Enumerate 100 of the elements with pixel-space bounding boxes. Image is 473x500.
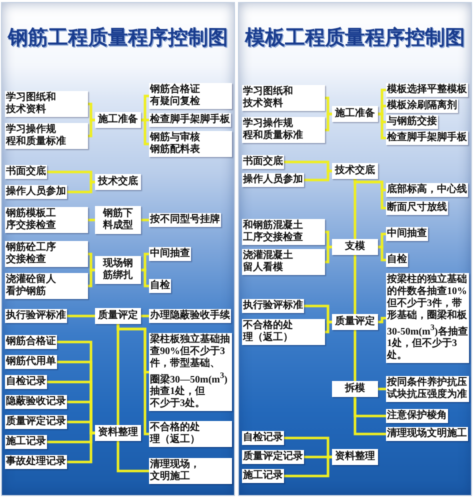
connector-line [325, 230, 332, 248]
connector-line [67, 432, 95, 464]
task-box: 钢筋代用单 [5, 355, 57, 369]
stage-box: 质量评定 [332, 314, 378, 330]
connector-line [378, 246, 386, 262]
connector-line [378, 316, 386, 324]
connector-line [67, 420, 95, 434]
task-box: 学习操作规程和质量标准 [5, 123, 88, 149]
connector-line [141, 218, 149, 222]
connector-line [325, 112, 332, 132]
stage-box: 质量评定 [95, 308, 141, 324]
connector-line [67, 314, 95, 318]
connector-line [47, 170, 95, 184]
connector-line [141, 268, 149, 288]
stage-box: 支模 [332, 239, 378, 255]
connector-line [354, 330, 356, 381]
task-box: 钢筋与审核钢筋配料表 [149, 131, 232, 157]
task-box: 钢筋砼工序交接检查 [5, 241, 88, 267]
connector-line [325, 246, 332, 264]
task-box: 按梁柱的独立基础的件数各抽查10%但不少于3件，带形基础，圈梁和板30-50m(m$^{3}$)各抽查1处，但不少于3处。 [386, 273, 469, 364]
task-box: 钢筋合格证 [5, 335, 57, 349]
connector-line [116, 441, 149, 472]
task-box: 模板涂刷隔离剂 [386, 99, 458, 113]
stage-box: 施工准备 [95, 112, 141, 128]
stage-box: 现场钢筋绑扎 [95, 256, 141, 284]
task-box: 浇灌砼留人看护钢筋 [5, 273, 88, 299]
task-box: 清理现场，文明施工 [149, 458, 232, 484]
panel-title: 钢筋工程质量程序控制图 [8, 26, 228, 51]
stage-box: 钢筋下料成型 [95, 206, 141, 234]
connector-line [354, 255, 356, 314]
task-box: 书面交底 [242, 155, 284, 169]
task-box: 钢筋合格证有疑问复检 [149, 83, 232, 109]
task-box: 办理隐蔽验收手续 [149, 309, 231, 323]
task-box: 注意保护棱角 [386, 409, 448, 423]
connector-line [88, 252, 95, 272]
task-box: 中间抽查 [149, 247, 191, 261]
task-box: 中间抽查 [386, 227, 428, 241]
connector-line [378, 104, 386, 116]
task-box: 学习图纸和技术资料 [242, 85, 325, 111]
task-box: 隐蔽验收记录 [5, 395, 67, 409]
task-box: 自检 [149, 279, 171, 293]
stage-box: 技术交底 [95, 174, 141, 190]
task-box: 质量评定记录 [242, 450, 304, 464]
connector-line [354, 179, 386, 210]
stage-box: 施工准备 [332, 106, 378, 122]
task-box: 自检记录 [5, 375, 47, 389]
connector-line [325, 320, 332, 334]
panel-title: 模板工程质量程序控制图 [245, 26, 465, 51]
connector-line [304, 170, 332, 182]
task-box: 施工记录 [242, 469, 284, 483]
connector-line [378, 388, 386, 390]
task-box: 操作人员参加 [242, 173, 304, 187]
connector-line [88, 118, 95, 138]
connector-line [325, 96, 332, 116]
task-box: 执行验评标准 [242, 299, 304, 313]
stage-box: 资料整理 [332, 449, 378, 465]
connector-line [141, 118, 149, 146]
connector-line [116, 324, 120, 425]
task-box: 质量评定记录 [5, 415, 67, 429]
task-box: 检查脚手架脚手板 [386, 131, 468, 145]
task-box: 检查脚手架脚手板 [149, 113, 231, 127]
task-box: 自检记录 [242, 431, 284, 445]
connector-line [304, 304, 332, 324]
connector-line [141, 314, 149, 318]
task-box: 学习图纸和技术资料 [5, 91, 88, 117]
connector-line [88, 268, 95, 288]
poster-panel [239, 3, 471, 495]
connector-line [378, 112, 386, 140]
connector-line [141, 94, 149, 122]
task-box: 断面尺寸放线 [386, 201, 448, 215]
connector-line [141, 252, 149, 272]
task-box: 底部标高，中心线 [386, 183, 468, 197]
task-box: 按同条件养护抗压试块抗压强度为准 [386, 376, 469, 402]
connector-line [88, 218, 95, 222]
task-box: 学习操作规程和质量标准 [242, 117, 325, 143]
task-box: 操作人员参加 [5, 185, 67, 199]
task-box: 与钢筋交接 [386, 115, 438, 129]
connector-line [88, 102, 95, 122]
task-box: 执行验评标准 [5, 309, 67, 323]
connector-line [284, 160, 332, 172]
task-box: 自检 [386, 253, 408, 267]
task-box: 按不同型号挂牌 [149, 213, 221, 227]
task-box: 不合格的处理（返工） [242, 319, 325, 345]
poster-panel [2, 3, 234, 495]
connector-line [354, 397, 386, 436]
task-box: 模板选择平整模板 [386, 83, 468, 97]
stage-box: 技术交底 [332, 163, 378, 179]
task-box: 梁柱板独立基础抽查90%但不少于3件，带型基础、圈梁30—50m(m$^{3}$)抽查1处，但不少于3处。 [149, 333, 232, 412]
connector-line [354, 179, 356, 239]
connector-line [284, 436, 332, 458]
task-box: 书面交底 [5, 165, 47, 179]
stage-box: 资料整理 [95, 425, 141, 441]
connector-line [67, 180, 95, 194]
connector-line [378, 232, 386, 248]
stage-box: 拆模 [332, 381, 378, 397]
connector-line [284, 456, 332, 478]
task-box: 清理现场文明施工 [386, 427, 468, 441]
task-box: 和钢筋混凝土工序交接检查 [242, 219, 325, 245]
task-box: 事故处理记录 [5, 455, 67, 469]
task-box: 不合格的处理（返工） [149, 421, 232, 447]
